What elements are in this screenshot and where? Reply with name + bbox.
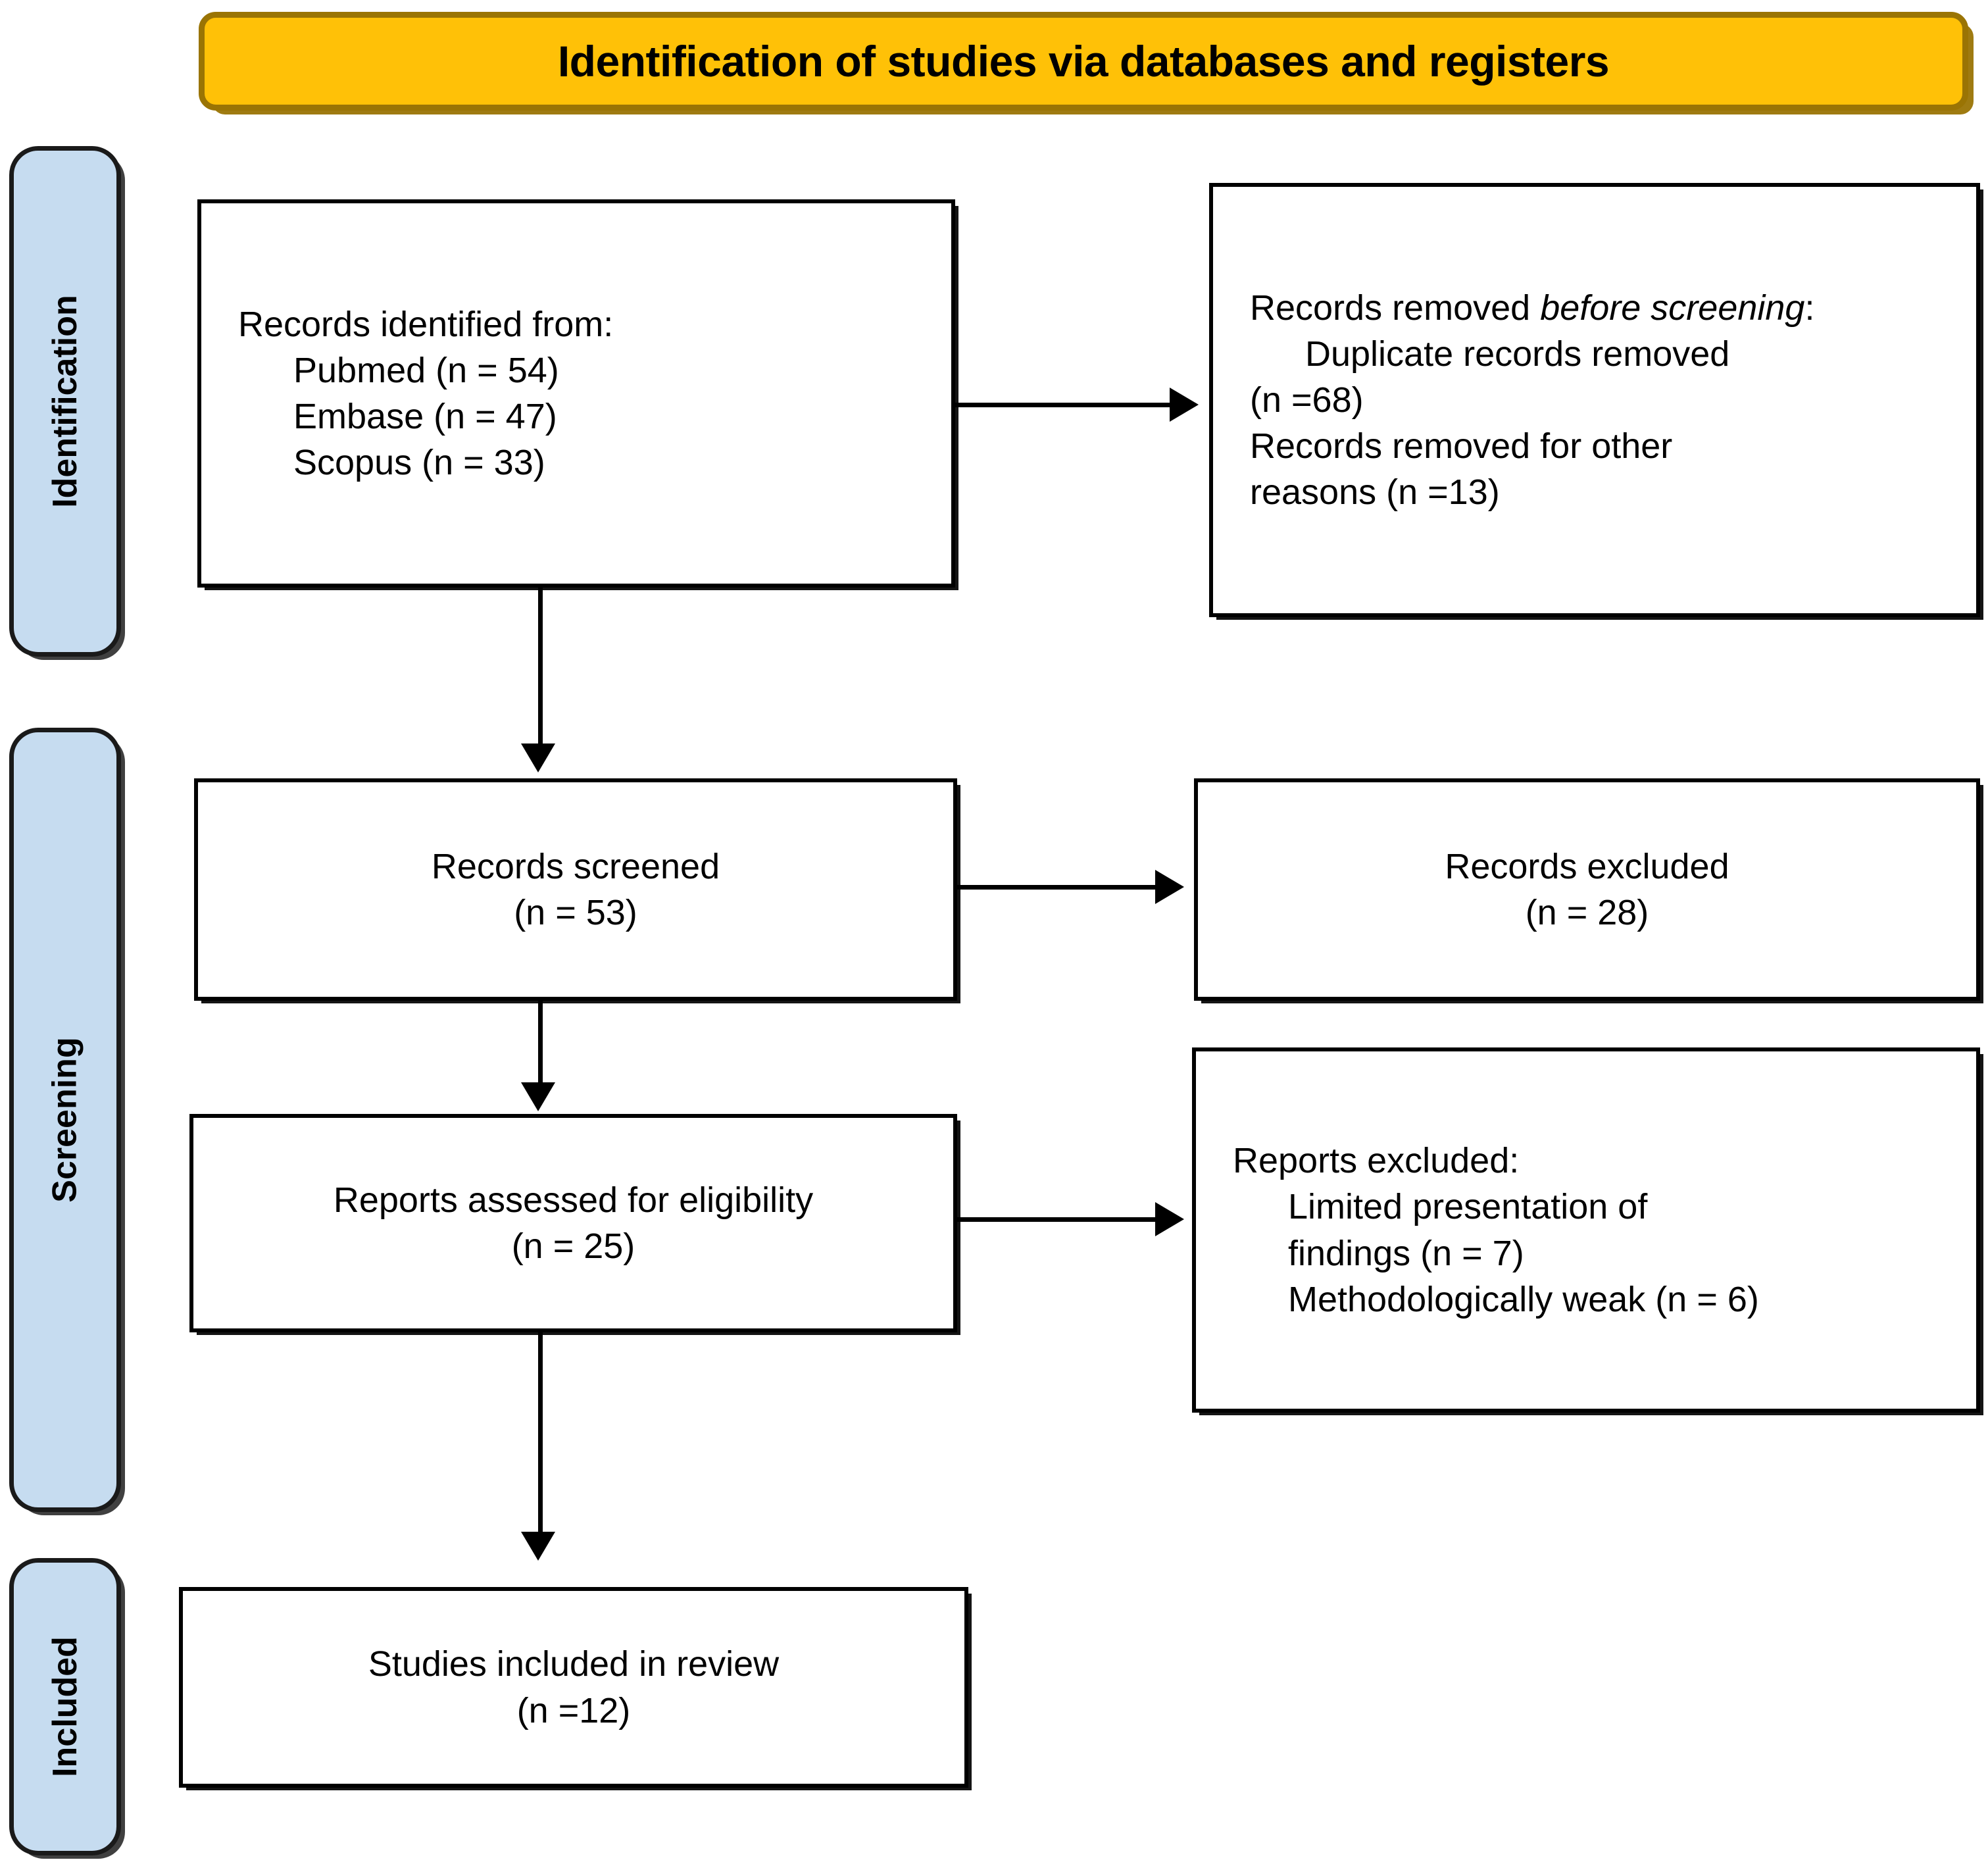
box-records-removed-before-screening: Records removed before screening: Duplic… — [1209, 183, 1980, 617]
stage-label-included: Included — [9, 1558, 121, 1855]
connector-identified-to-screened — [538, 588, 543, 749]
connector-screened-to-excluded — [957, 885, 1158, 890]
reports-excluded-heading: Reports excluded: — [1233, 1141, 1520, 1181]
records-identified-heading: Records identified from: — [238, 304, 614, 344]
records-screened-label: Records screened — [431, 846, 720, 886]
records-removed-heading-italic: before screening — [1540, 288, 1805, 328]
records-removed-other: Records removed for other — [1250, 426, 1673, 466]
connector-identified-to-removed — [955, 403, 1172, 407]
reports-excluded-methodologically-weak: Methodologically weak (n = 6) — [1288, 1279, 1759, 1319]
records-removed-heading-plain: Records removed — [1250, 288, 1541, 328]
records-excluded-label: Records excluded — [1445, 846, 1729, 886]
diagram-header-banner: Identification of studies via databases … — [199, 12, 1968, 111]
reports-eligibility-label: Reports assessed for eligibility — [333, 1180, 814, 1220]
records-removed-other-count: reasons (n =13) — [1250, 472, 1500, 513]
page-title: Identification of studies via databases … — [557, 37, 1610, 86]
stage-label-identification: Identification — [9, 146, 121, 657]
connector-eligibility-to-reports-excluded — [957, 1217, 1158, 1222]
box-records-identified: Records identified from: Pubmed (n = 54)… — [197, 199, 955, 588]
arrow-down-icon — [521, 1532, 555, 1561]
box-records-excluded: Records excluded (n = 28) — [1194, 778, 1980, 1001]
box-records-screened: Records screened (n = 53) — [194, 778, 957, 1001]
records-excluded-count: (n = 28) — [1525, 893, 1649, 932]
box-reports-assessed-for-eligibility: Reports assessed for eligibility (n = 25… — [189, 1114, 957, 1332]
stage-label-screening: Screening — [9, 728, 121, 1512]
connector-eligibility-to-included — [538, 1332, 543, 1536]
box-studies-included-in-review: Studies included in review (n =12) — [179, 1587, 968, 1788]
studies-included-count: (n =12) — [516, 1690, 631, 1730]
records-identified-source-pubmed: Pubmed (n = 54) — [293, 350, 559, 390]
reports-excluded-findings-count: findings (n = 7) — [1288, 1233, 1524, 1273]
arrow-right-icon — [1170, 388, 1199, 422]
reports-eligibility-count: (n = 25) — [511, 1226, 635, 1266]
studies-included-label: Studies included in review — [368, 1644, 780, 1684]
stage-label-included-text: Included — [46, 1636, 85, 1777]
reports-excluded-limited-presentation: Limited presentation of — [1288, 1187, 1648, 1227]
arrow-down-icon — [521, 743, 555, 772]
records-removed-heading-colon: : — [1804, 288, 1815, 328]
records-removed-duplicates-count: (n =68) — [1250, 380, 1364, 420]
records-removed-duplicates: Duplicate records removed — [1305, 334, 1730, 374]
stage-label-screening-text: Screening — [46, 1037, 85, 1203]
records-removed-heading: Records removed before screening: — [1250, 285, 1960, 331]
arrow-right-icon — [1155, 1202, 1184, 1236]
connector-screened-to-eligibility — [538, 1001, 543, 1086]
records-screened-count: (n = 53) — [514, 893, 637, 932]
arrow-down-icon — [521, 1082, 555, 1111]
records-identified-source-embase: Embase (n = 47) — [293, 397, 557, 436]
records-identified-source-scopus: Scopus (n = 33) — [293, 443, 545, 483]
stage-label-identification-text: Identification — [46, 295, 84, 508]
box-reports-excluded: Reports excluded: Limited presentation o… — [1192, 1047, 1980, 1413]
arrow-right-icon — [1155, 870, 1184, 904]
